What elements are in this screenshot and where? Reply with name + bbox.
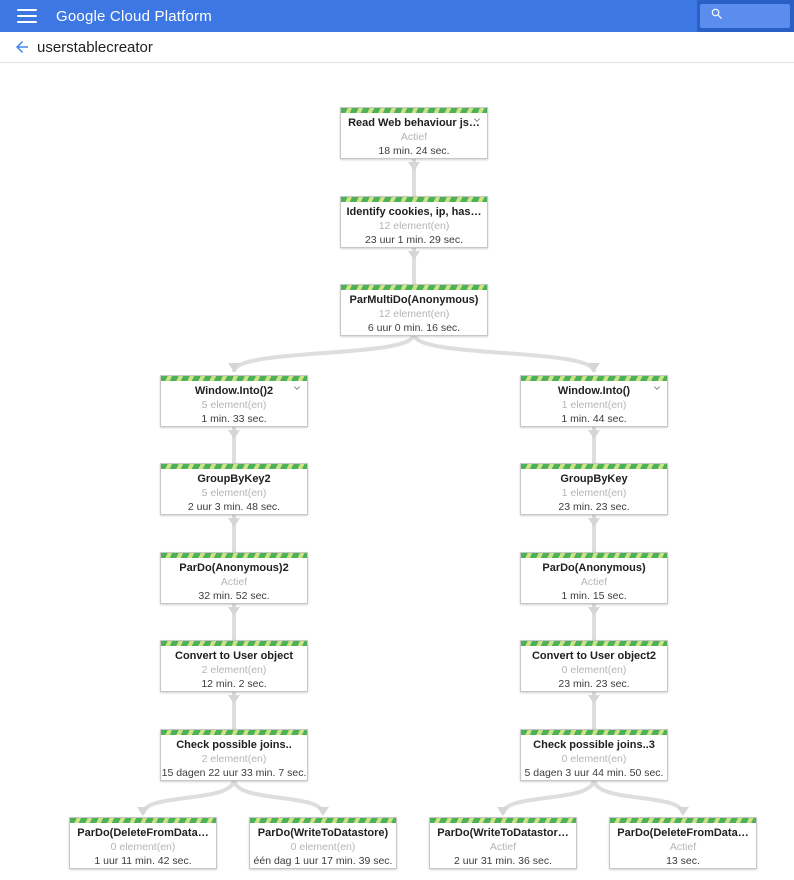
graph-node-convert-user-object[interactable]: Convert to User object 2 element(en) 12 … [160,640,308,692]
running-stripe [521,464,667,469]
graph-node-window-into2[interactable]: Window.Into()2 5 element(en) 1 min. 33 s… [160,375,308,427]
node-title: ParDo(Anonymous) [542,562,646,574]
search-icon [700,7,724,26]
graph-edges [137,159,689,816]
running-stripe [521,730,667,735]
running-stripe [161,553,307,558]
node-elements: 0 element(en) [561,753,627,765]
node-duration: 1 min. 44 sec. [561,413,627,425]
node-elements: 2 element(en) [201,753,267,765]
graph-node-pardo-writetodatastore-right[interactable]: ParDo(WriteToDatastor… Actief 2 uur 31 m… [429,817,577,869]
node-duration: 1 min. 33 sec. [201,413,267,425]
graph-node-convert-user-object2[interactable]: Convert to User object2 0 element(en) 23… [520,640,668,692]
back-arrow-icon[interactable] [10,35,34,59]
pipeline-graph: Read Web behaviour js… Actief 18 min. 24… [0,63,794,880]
node-elements: 1 element(en) [561,399,627,411]
node-title: Convert to User object2 [531,650,657,662]
node-status: Actief [489,841,517,853]
node-title: Window.Into()2 [194,385,274,397]
node-duration: 23 min. 23 sec. [558,501,630,513]
node-title: Read Web behaviour js… [348,117,480,129]
running-stripe [161,464,307,469]
running-stripe [341,285,487,290]
page-title: userstablecreator [37,38,153,56]
app-header: Google Cloud Platform [0,0,794,32]
graph-node-pardo-anonymous2[interactable]: ParDo(Anonymous)2 Actief 32 min. 52 sec. [160,552,308,604]
graph-node-pardo-writetodatastore-left[interactable]: ParDo(WriteToDatastore) 0 element(en) éé… [249,817,397,869]
node-elements: 1 element(en) [561,487,627,499]
chevron-down-icon[interactable] [651,382,663,394]
node-duration: 1 uur 11 min. 42 sec. [94,855,192,867]
node-title: ParDo(Anonymous)2 [179,562,289,574]
node-title: GroupByKey2 [197,473,271,485]
node-elements: 5 element(en) [201,399,267,411]
running-stripe [610,818,756,823]
menu-icon[interactable] [17,9,37,23]
node-duration: 1 min. 15 sec. [561,590,627,602]
node-title: Convert to User object [175,650,293,662]
chevron-down-icon[interactable] [291,382,303,394]
graph-node-groupbykey2[interactable]: GroupByKey2 5 element(en) 2 uur 3 min. 4… [160,463,308,515]
node-duration: één dag 1 uur 17 min. 39 sec. [253,855,393,867]
node-elements: 0 element(en) [290,841,356,853]
node-duration: 13 sec. [666,855,700,867]
node-elements: 0 element(en) [110,841,176,853]
node-duration: 23 uur 1 min. 29 sec. [364,234,464,246]
graph-node-pardo-deletefromdatastore-right[interactable]: ParDo(DeleteFromData… Actief 13 sec. [609,817,757,869]
node-duration: 15 dagen 22 uur 33 min. 7 sec. [161,767,307,779]
running-stripe [521,376,667,381]
node-title: ParDo(WriteToDatastor… [437,827,569,839]
node-status: Actief [580,576,608,588]
node-elements: 5 element(en) [201,487,267,499]
node-duration: 12 min. 2 sec. [201,678,267,690]
running-stripe [250,818,396,823]
graph-node-pardo-deletefromdatastore-left[interactable]: ParDo(DeleteFromData… 0 element(en) 1 uu… [69,817,217,869]
graph-node-identify-cookies[interactable]: Identify cookies, ip, has… 12 element(en… [340,196,488,248]
product-name[interactable]: Google Cloud Platform [56,7,212,25]
node-title: Check possible joins.. [176,739,292,751]
node-title: ParDo(DeleteFromData… [77,827,209,839]
graph-node-pardo-anonymous[interactable]: ParDo(Anonymous) Actief 1 min. 15 sec. [520,552,668,604]
node-title: Identify cookies, ip, has… [346,206,482,218]
running-stripe [341,197,487,202]
node-title: ParMultiDo(Anonymous) [349,294,479,306]
running-stripe [161,730,307,735]
running-stripe [161,641,307,646]
node-duration: 6 uur 0 min. 16 sec. [367,322,461,334]
job-toolbar: userstablecreator [0,32,794,63]
graph-node-window-into[interactable]: Window.Into() 1 element(en) 1 min. 44 se… [520,375,668,427]
node-status: Actief [669,841,697,853]
running-stripe [70,818,216,823]
graph-node-check-possible-joins[interactable]: Check possible joins.. 2 element(en) 15 … [160,729,308,781]
search-area [697,0,794,32]
running-stripe [161,376,307,381]
graph-node-groupbykey[interactable]: GroupByKey 1 element(en) 23 min. 23 sec. [520,463,668,515]
graph-node-read-web-behaviour[interactable]: Read Web behaviour js… Actief 18 min. 24… [340,107,488,159]
node-status: Actief [400,131,428,143]
graph-node-check-possible-joins3[interactable]: Check possible joins..3 0 element(en) 5 … [520,729,668,781]
running-stripe [521,641,667,646]
node-elements: 12 element(en) [378,220,450,232]
node-title: ParDo(WriteToDatastore) [257,827,389,839]
node-elements: 0 element(en) [561,664,627,676]
node-duration: 2 uur 31 min. 36 sec. [453,855,553,867]
node-duration: 32 min. 52 sec. [198,590,270,602]
running-stripe [430,818,576,823]
node-status: Actief [220,576,248,588]
node-title: ParDo(DeleteFromData… [617,827,749,839]
node-duration: 18 min. 24 sec. [378,145,450,157]
node-title: Window.Into() [557,385,631,397]
node-title: GroupByKey [560,473,628,485]
running-stripe [521,553,667,558]
node-duration: 5 dagen 3 uur 44 min. 50 sec. [524,767,664,779]
search-button[interactable] [700,4,790,28]
running-stripe [341,108,487,113]
node-elements: 12 element(en) [378,308,450,320]
node-title: Check possible joins..3 [533,739,655,751]
node-duration: 2 uur 3 min. 48 sec. [187,501,281,513]
graph-node-parmultido[interactable]: ParMultiDo(Anonymous) 12 element(en) 6 u… [340,284,488,336]
node-duration: 23 min. 23 sec. [558,678,630,690]
chevron-down-icon[interactable] [471,114,483,126]
node-elements: 2 element(en) [201,664,267,676]
